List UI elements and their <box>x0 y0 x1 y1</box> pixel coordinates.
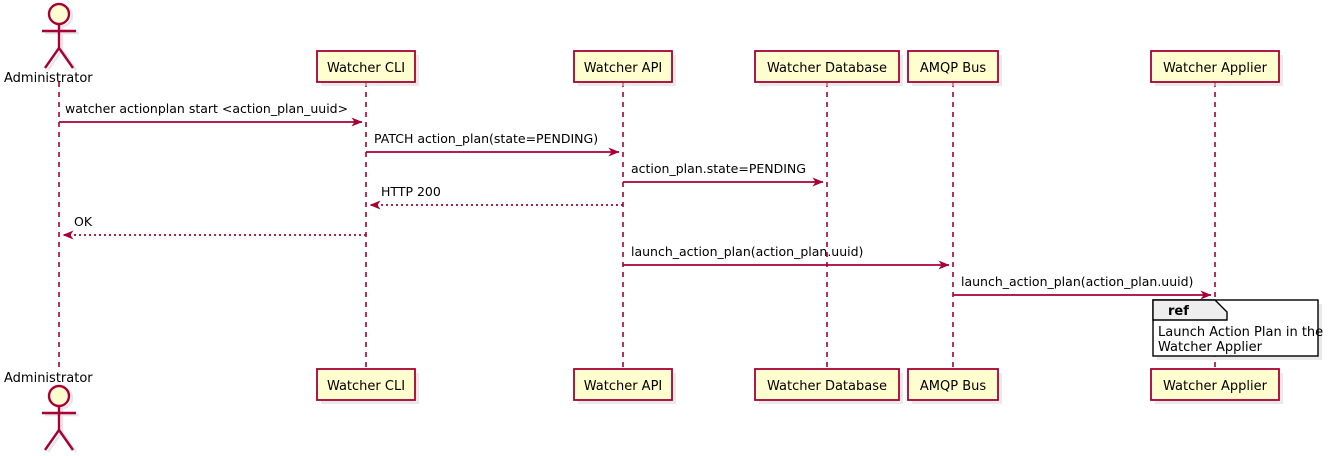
participant-box-amqp-bus-top[interactable]: AMQP Bus <box>907 50 1002 86</box>
actor-leg-left <box>44 47 60 69</box>
actor-administrator-top[interactable]: Administrator <box>4 2 93 86</box>
participant-label-watcher-api: Watcher API <box>584 61 663 76</box>
participant-label-amqp-bus: AMQP Bus <box>920 61 986 76</box>
ref-text-line-2: Watcher Applier <box>1158 340 1263 355</box>
participant-box-watcher-database-bottom[interactable]: Watcher Database <box>754 368 903 404</box>
participant-label-watcher-api: Watcher API <box>584 379 663 394</box>
participant-rect <box>907 50 999 83</box>
participant-box-watcher-applier-bottom[interactable]: Watcher Applier <box>1150 368 1283 404</box>
participant-rect <box>573 50 673 83</box>
participant-rect <box>754 50 900 83</box>
participant-label-watcher-cli: Watcher CLI <box>327 379 405 394</box>
participant-label-watcher-applier: Watcher Applier <box>1163 379 1268 394</box>
message-5-ok[interactable]: OK <box>62 214 366 240</box>
actor-administrator-bottom[interactable]: Administrator <box>4 371 93 453</box>
actor-head-icon <box>47 2 71 26</box>
message-2-patch-action-plan[interactable]: PATCH action_plan(state=PENDING) <box>366 131 620 157</box>
message-3-action-plan-state-pending[interactable]: action_plan.state=PENDING <box>623 161 824 187</box>
message-label: PATCH action_plan(state=PENDING) <box>374 131 598 146</box>
participant-rect <box>1150 50 1280 83</box>
participant-box-watcher-api-bottom[interactable]: Watcher API <box>573 368 676 404</box>
participant-label-watcher-database: Watcher Database <box>767 379 887 394</box>
actor-leg-right <box>58 429 74 451</box>
participant-box-amqp-bus-bottom[interactable]: AMQP Bus <box>907 368 1002 404</box>
ref-block-launch-action-plan[interactable]: ref Launch Action Plan in the Watcher Ap… <box>1152 299 1323 360</box>
message-label: launch_action_plan(action_plan.uuid) <box>961 274 1193 289</box>
actor-head-icon <box>47 384 71 408</box>
message-label: OK <box>74 214 93 229</box>
ref-tab-shape <box>1152 299 1228 321</box>
message-label: launch_action_plan(action_plan.uuid) <box>631 244 863 259</box>
participant-label-watcher-database: Watcher Database <box>767 61 887 76</box>
participant-label-watcher-applier: Watcher Applier <box>1163 61 1268 76</box>
participant-box-watcher-database-top[interactable]: Watcher Database <box>754 50 903 86</box>
participant-box-watcher-cli-top[interactable]: Watcher CLI <box>316 50 419 86</box>
message-4-http-200[interactable]: HTTP 200 <box>369 184 623 210</box>
participant-rect <box>907 368 999 401</box>
actor-leg-right <box>58 47 74 69</box>
actor-leg-left <box>44 429 60 451</box>
ref-tab-label: ref <box>1168 304 1189 319</box>
message-label: action_plan.state=PENDING <box>631 161 806 176</box>
participant-rect <box>754 368 900 401</box>
participant-label-watcher-cli: Watcher CLI <box>327 61 405 76</box>
participant-rect <box>316 50 416 83</box>
participant-box-watcher-applier-top[interactable]: Watcher Applier <box>1150 50 1283 86</box>
message-1-watcher-actionplan-start[interactable]: watcher actionplan start <action_plan_uu… <box>59 101 363 127</box>
participant-rect <box>1150 368 1280 401</box>
message-label: watcher actionplan start <action_plan_uu… <box>65 101 348 116</box>
participant-label-amqp-bus: AMQP Bus <box>920 379 986 394</box>
lifelines-layer <box>58 82 1216 369</box>
actor-label-administrator-top: Administrator <box>4 71 93 86</box>
participant-box-watcher-api-top[interactable]: Watcher API <box>573 50 676 86</box>
actor-label-administrator-bottom: Administrator <box>4 371 93 386</box>
message-label: HTTP 200 <box>381 184 441 199</box>
participant-rect <box>573 368 673 401</box>
message-7-launch-action-plan-to-applier[interactable]: launch_action_plan(action_plan.uuid) <box>953 274 1212 300</box>
participant-rect <box>316 368 416 401</box>
participant-box-watcher-cli-bottom[interactable]: Watcher CLI <box>316 368 419 404</box>
message-6-launch-action-plan-to-amqp[interactable]: launch_action_plan(action_plan.uuid) <box>623 244 950 270</box>
ref-text-line-1: Launch Action Plan in the <box>1158 325 1323 340</box>
